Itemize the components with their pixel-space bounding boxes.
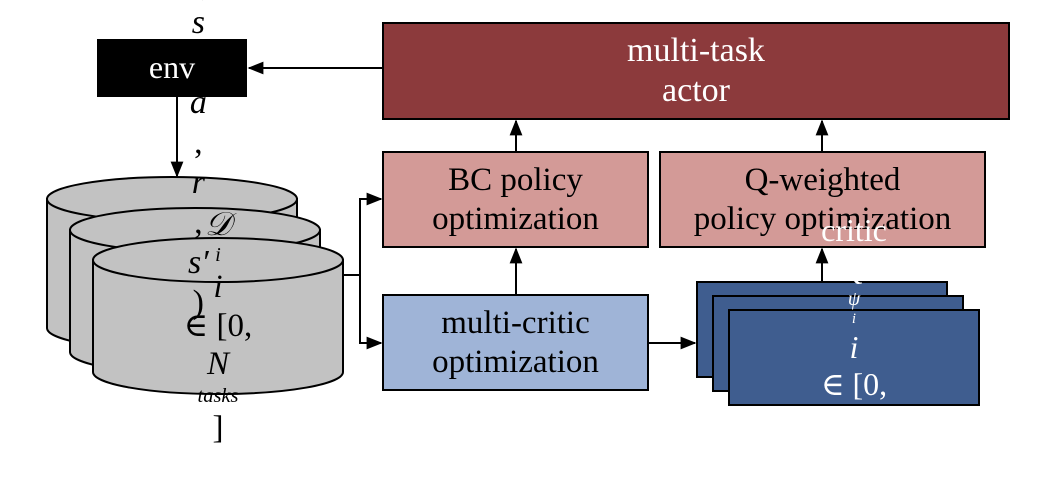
bc-policy-label: BC policy optimization xyxy=(432,161,599,237)
dataset-cylinder-front xyxy=(92,237,344,395)
q-policy-label: Q-weighted policy optimization xyxy=(693,161,952,237)
transition-tuple: (s, a, r, s′) xyxy=(188,0,209,322)
multi-critic-label: multi-critic optimization xyxy=(432,304,599,380)
actor-box xyxy=(382,22,1010,120)
q-policy-box xyxy=(659,151,986,248)
arrow-dataset-to-bc xyxy=(343,192,383,276)
arrow-dataset-to-multi-critic xyxy=(343,274,383,350)
multi-critic-box xyxy=(382,294,649,391)
env-label: env xyxy=(148,49,196,86)
critic-box-front xyxy=(728,309,980,406)
actor-label: multi-task actor xyxy=(627,31,765,109)
diagram-svg xyxy=(46,22,1010,406)
env-box xyxy=(97,39,247,97)
